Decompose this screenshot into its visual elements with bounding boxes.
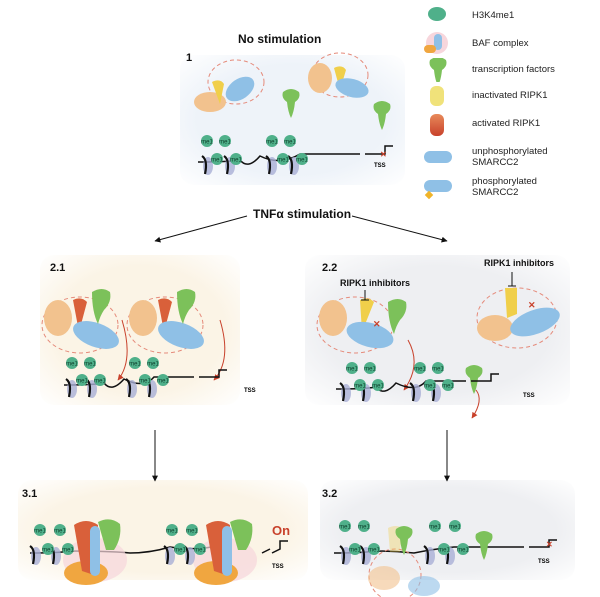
arrow-to-2-2 xyxy=(351,215,448,243)
tss-label-2-2: TSS xyxy=(523,393,535,399)
legend-item-h3k4me1: H3K4me1 xyxy=(420,4,514,26)
legend-item-baf-complex: BAF complex xyxy=(420,32,529,54)
tss-label-3-1: TSS xyxy=(272,564,284,570)
baf-complex-2-1-a xyxy=(41,289,119,354)
activated-ripk1-icon xyxy=(420,112,456,136)
active-complex-3-1-a xyxy=(63,519,127,585)
recruit-arrow-2-1-b xyxy=(213,319,226,381)
tss-label-3-2: TSS xyxy=(538,559,550,565)
baf-complex-2-2-b: ✕ xyxy=(476,272,560,349)
baf-complex-p1-b xyxy=(308,52,369,98)
baf-complex-2-1-b xyxy=(126,289,204,354)
arrow-to-2-1 xyxy=(154,215,248,243)
tf-2-2-free xyxy=(465,365,483,394)
baf-complex-icon xyxy=(420,32,456,54)
on-label: On xyxy=(272,523,291,538)
panel-2-1-number: 2.1 xyxy=(50,262,66,274)
recruit-arrow-2-1-a xyxy=(117,319,128,381)
tf-p1-a xyxy=(282,89,300,118)
ripk1-inhibitors-label-1: RIPK1 inhibitors xyxy=(340,278,411,288)
svg-text:✕: ✕ xyxy=(528,300,536,310)
legend-item-phosphorylated-smarcc2: phosphorylated SMARCC2 xyxy=(420,176,552,200)
active-complex-3-1-b xyxy=(193,519,257,585)
tss-label-2-1: TSS xyxy=(244,388,256,394)
baf-complex-p1-a xyxy=(194,59,265,112)
tss-label-p1: TSS xyxy=(374,163,386,169)
svg-text:✕: ✕ xyxy=(373,319,381,329)
panel-3-2-number: 3.2 xyxy=(322,488,338,500)
legend-item-tf: transcription factors xyxy=(420,57,555,86)
baf-complex-2-2-a: ✕ xyxy=(316,290,407,354)
tnf-stimulation-label: TNFα stimulation xyxy=(253,207,352,221)
tss-active-arrow xyxy=(261,540,288,554)
panel-1-number: 1 xyxy=(186,52,193,64)
recruit-arrow-2-2-b xyxy=(471,389,480,419)
h3k4me1-icon xyxy=(420,4,456,26)
tf-3-2-b xyxy=(475,531,493,560)
no-stimulation-title: No stimulation xyxy=(238,32,322,46)
recruit-arrow-2-2-a xyxy=(403,339,415,391)
dissociated-complex-3-2 xyxy=(368,526,440,597)
nucleosomes-p1 xyxy=(200,135,309,177)
panel-3-1-number: 3.1 xyxy=(22,488,38,500)
phosphorylated-smarcc2-icon xyxy=(420,176,456,200)
ripk1-inhibitors-label-2: RIPK1 inhibitors xyxy=(484,258,555,268)
legend-item-inactivated-ripk1: inactivated RIPK1 xyxy=(420,84,548,106)
transcription-factor-icon xyxy=(420,57,456,86)
tf-p1-b xyxy=(373,101,391,130)
legend-item-activated-ripk1: activated RIPK1 xyxy=(420,112,540,136)
unphosphorylated-smarcc2-icon xyxy=(420,146,456,168)
blocked-icon: ✕ xyxy=(380,150,387,159)
legend-item-unphosphorylated-smarcc2: unphosphorylated SMARCC2 xyxy=(420,146,552,168)
inactivated-ripk1-icon xyxy=(420,84,456,106)
panel-2-2-number: 2.2 xyxy=(322,262,338,274)
blocked-icon-3-2: ✕ xyxy=(546,540,553,549)
nucleosomes-2-2 xyxy=(338,362,455,404)
